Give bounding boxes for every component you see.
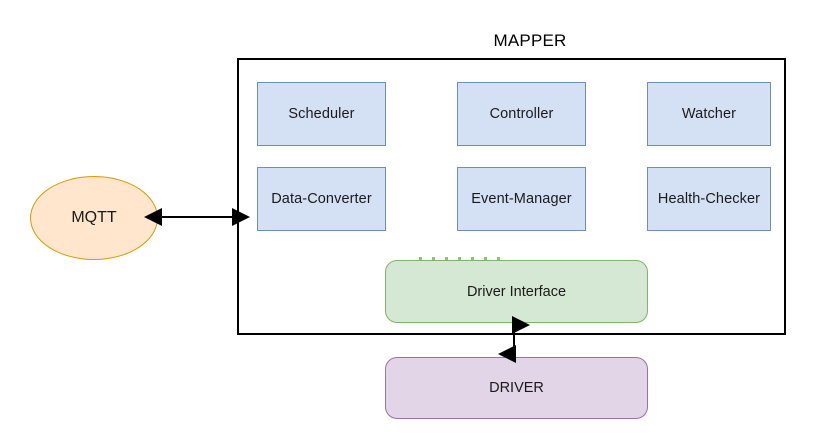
- driver-interface-top-dots: [419, 257, 509, 260]
- component-box-scheduler[interactable]: Scheduler: [257, 82, 386, 146]
- component-box-watcher[interactable]: Watcher: [647, 82, 771, 146]
- component-box-health-checker[interactable]: Health-Checker: [647, 167, 771, 231]
- component-box-controller[interactable]: Controller: [457, 82, 586, 146]
- connector-driver-interface-to-driver: [498, 316, 530, 363]
- driver-interface-box[interactable]: Driver Interface: [385, 260, 648, 323]
- component-box-data-converter[interactable]: Data-Converter: [257, 167, 386, 231]
- mqtt-node[interactable]: MQTT: [30, 176, 158, 260]
- driver-box[interactable]: DRIVER: [385, 357, 648, 419]
- connector-mqtt-to-mapper: [144, 208, 250, 226]
- component-box-event-manager[interactable]: Event-Manager: [457, 167, 586, 231]
- mapper-title: MAPPER: [493, 31, 567, 50]
